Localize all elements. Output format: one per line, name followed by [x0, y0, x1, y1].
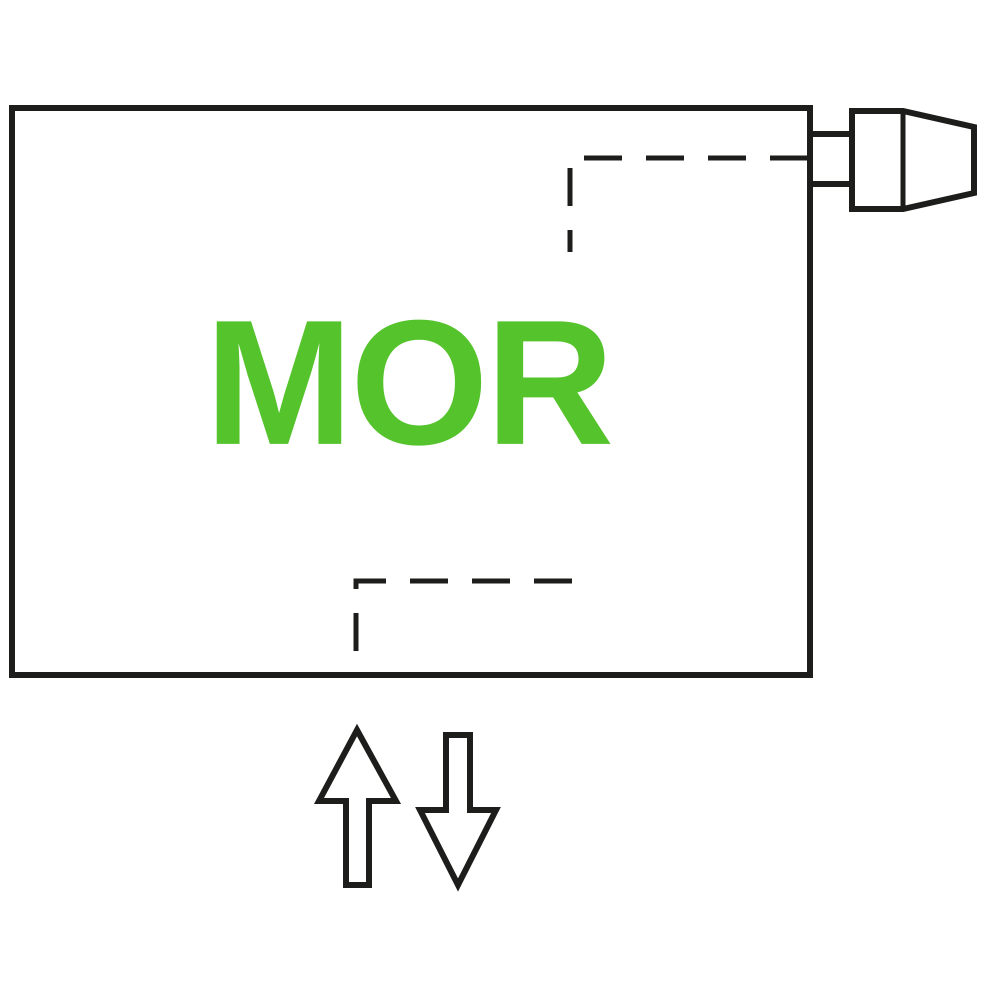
outlet-dashed-pipe [353, 578, 572, 673]
valve-head [849, 108, 977, 212]
down-arrow-icon [415, 732, 501, 892]
valve-connector-stub [807, 131, 855, 187]
model-code-label: MOR [204, 282, 614, 482]
up-arrow-icon [313, 723, 402, 888]
inlet-dashed-pipe [567, 155, 808, 252]
thermostatic-valve-icon [807, 108, 977, 212]
